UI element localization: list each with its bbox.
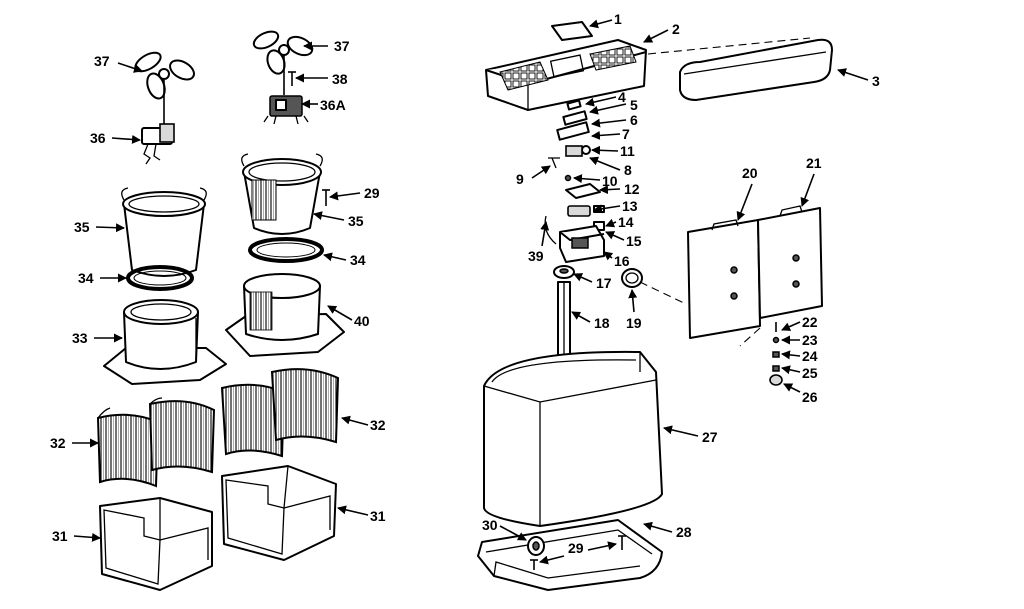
side-panel-21 xyxy=(757,205,823,319)
callout-3: 3 xyxy=(872,73,880,89)
callout-labels: 37 37 38 36A 36 29 35 35 34 34 33 40 32 … xyxy=(50,11,880,556)
water-bucket-left xyxy=(121,187,207,277)
callout-16: 16 xyxy=(614,253,630,269)
callout-40: 39 xyxy=(528,248,544,264)
callout-9: 9 xyxy=(516,171,524,187)
caster-hardware xyxy=(769,322,783,386)
filter-pad-left-pair xyxy=(96,397,216,488)
callout-4: 4 xyxy=(618,89,626,105)
callout-21: 21 xyxy=(806,155,822,171)
callout-25: 25 xyxy=(802,365,818,381)
callout-22: 22 xyxy=(802,314,818,330)
callout-19: 19 xyxy=(626,315,642,331)
seal-ring-right xyxy=(248,237,324,263)
float-stand-33 xyxy=(103,299,227,385)
fan-blade-right xyxy=(252,30,314,95)
callout-28: 28 xyxy=(676,524,692,540)
top-cover-3 xyxy=(679,38,833,101)
seal-ring-left xyxy=(126,265,194,291)
callout-11: 11 xyxy=(620,143,635,159)
callout-18: 18 xyxy=(594,315,610,331)
callout-13: 13 xyxy=(622,198,638,214)
filter-frame-right xyxy=(221,465,337,561)
callout-32-right: 32 xyxy=(370,417,386,433)
callout-35-right: 35 xyxy=(348,213,364,229)
callout-32-left: 32 xyxy=(50,435,66,451)
label-plate-1 xyxy=(551,21,593,41)
filter-pad-right-pair xyxy=(220,368,340,458)
callout-35-left: 35 xyxy=(74,219,90,235)
callout-17: 17 xyxy=(596,275,612,291)
callout-20: 20 xyxy=(742,165,758,181)
callout-38: 38 xyxy=(332,71,348,87)
screw-29-lower xyxy=(530,535,626,570)
cabinet-27 xyxy=(483,350,663,527)
callout-29-lower: 29 xyxy=(568,540,584,556)
knob-19 xyxy=(621,268,643,288)
callout-36a: 36A xyxy=(320,97,346,113)
switch-stack xyxy=(548,99,605,231)
screw-38 xyxy=(288,71,296,86)
fan-motor-36a xyxy=(263,95,309,125)
callout-8: 8 xyxy=(624,162,632,178)
callout-12: 12 xyxy=(624,181,640,197)
callout-7: 7 xyxy=(622,126,630,142)
callout-37-right: 37 xyxy=(334,38,350,54)
callout-39: 40 xyxy=(354,313,370,329)
callout-1: 1 xyxy=(614,11,622,27)
callout-10: 10 xyxy=(602,173,618,189)
control-panel-2 xyxy=(485,39,647,111)
callout-23: 23 xyxy=(802,332,818,348)
float-disc-17 xyxy=(553,265,575,279)
float-stand-39 xyxy=(225,273,345,357)
caster-wheel-30 xyxy=(527,536,545,556)
callout-29-upper: 29 xyxy=(364,185,380,201)
callout-34-right: 34 xyxy=(350,252,366,268)
callout-34-left: 34 xyxy=(78,270,94,286)
callout-14: 14 xyxy=(618,214,634,230)
callout-31-right: 31 xyxy=(370,508,386,524)
callout-30: 30 xyxy=(482,517,498,533)
filter-frame-left xyxy=(99,497,213,591)
callout-5: 5 xyxy=(630,97,638,113)
fan-blade-left xyxy=(134,51,195,128)
callout-33: 33 xyxy=(72,330,88,346)
leader-lines xyxy=(72,19,869,565)
side-panel-20 xyxy=(687,219,761,339)
callout-31-left: 31 xyxy=(52,528,68,544)
screw-29-upper xyxy=(322,189,330,206)
fan-motor-left xyxy=(141,123,175,165)
callout-36: 36 xyxy=(90,130,106,146)
callout-6: 6 xyxy=(630,112,638,128)
callout-15: 15 xyxy=(626,233,642,249)
callout-37-left: 37 xyxy=(94,53,110,69)
water-bucket-right xyxy=(241,153,323,235)
callout-27: 27 xyxy=(702,429,718,445)
callout-2: 2 xyxy=(672,21,680,37)
callout-24: 24 xyxy=(802,348,818,364)
callout-26: 26 xyxy=(802,389,818,405)
